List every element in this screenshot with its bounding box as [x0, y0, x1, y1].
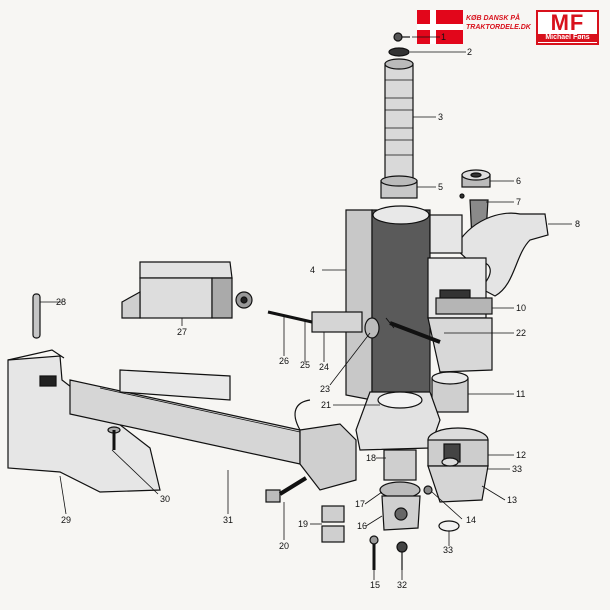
part-3-splined-shaft	[384, 58, 414, 190]
logo-text: MF	[550, 10, 585, 35]
shop-banner-line1: KØB DANSK PÅ	[466, 15, 521, 22]
danish-flag-icon	[417, 10, 463, 44]
part-5-collar	[380, 175, 418, 199]
part-18-lower-housing	[355, 391, 441, 481]
label-33-lower: 33	[443, 545, 453, 555]
part-31-cylinder	[69, 369, 357, 491]
label-8: 8	[575, 219, 580, 229]
part-20-bolt	[265, 476, 308, 503]
part-19-bushings	[321, 505, 345, 543]
label-29: 29	[61, 515, 71, 525]
label-33-upper: 33	[512, 464, 522, 474]
label-11: 11	[516, 389, 525, 399]
label-12: 12	[516, 450, 526, 460]
part-33-washer-lower	[438, 520, 460, 532]
part-16-socket	[381, 495, 421, 531]
label-21: 21	[321, 400, 331, 410]
parts-drawing	[7, 32, 549, 570]
part-24-sleeve	[311, 311, 363, 333]
label-28: 28	[56, 297, 66, 307]
label-7: 7	[516, 197, 521, 207]
label-5: 5	[438, 182, 443, 192]
label-2: 2	[467, 47, 472, 57]
label-15: 15	[370, 580, 380, 590]
part-12-lever-hub	[427, 427, 489, 467]
label-26: 26	[279, 356, 289, 366]
label-13: 13	[507, 495, 517, 505]
mf-logo[interactable]: MF Michael Føns	[536, 10, 599, 45]
label-25: 25	[300, 360, 310, 370]
label-18: 18	[366, 453, 376, 463]
label-22: 22	[516, 328, 526, 338]
logo-name: Michael Føns	[538, 34, 597, 42]
label-20: 20	[279, 541, 289, 551]
part-33-washer-upper	[441, 457, 459, 467]
label-17: 17	[355, 499, 365, 509]
part-29-bracket	[7, 349, 161, 493]
label-23: 23	[320, 384, 330, 394]
part-22-stud	[385, 317, 441, 344]
part-15-bolt	[369, 535, 379, 570]
label-27: 27	[177, 327, 187, 337]
part-27-valve-block	[121, 261, 253, 319]
part-13-lever	[427, 465, 489, 503]
label-16: 16	[357, 521, 367, 531]
label-6: 6	[516, 176, 521, 186]
label-32: 32	[397, 580, 407, 590]
part-11-bush	[431, 371, 469, 413]
part-32-grease-nipple	[396, 541, 408, 570]
label-30: 30	[160, 494, 170, 504]
part-1-grease-nipple	[393, 32, 410, 42]
part-2-washer	[388, 47, 410, 57]
part-10-bushing	[435, 297, 493, 315]
part-14-pin	[423, 485, 433, 495]
shop-banner-line2: TRAKTORDELE.DK	[466, 24, 531, 31]
shop-banner[interactable]: KØB DANSK PÅ TRAKTORDELE.DK	[466, 14, 536, 32]
label-3: 3	[438, 112, 443, 122]
label-14: 14	[466, 515, 476, 525]
part-6-nut	[461, 169, 491, 188]
label-24: 24	[319, 362, 329, 372]
label-19: 19	[298, 519, 308, 529]
part-26-threaded-rod	[267, 310, 313, 324]
part-23-nut	[364, 317, 380, 339]
part-8-steering-arm	[454, 212, 549, 297]
label-4: 4	[310, 265, 315, 275]
part-4-main-housing	[345, 205, 493, 401]
part-number-labels: 1 2 3 4 5 6 7 8 10 11 12 13 14 15 16 17 …	[56, 32, 580, 590]
part-30-bolt	[107, 426, 121, 450]
leader-lines	[40, 36, 572, 580]
label-1: 1	[441, 32, 446, 42]
label-10: 10	[516, 303, 526, 313]
part-28-pin	[32, 293, 41, 339]
label-31: 31	[223, 515, 233, 525]
